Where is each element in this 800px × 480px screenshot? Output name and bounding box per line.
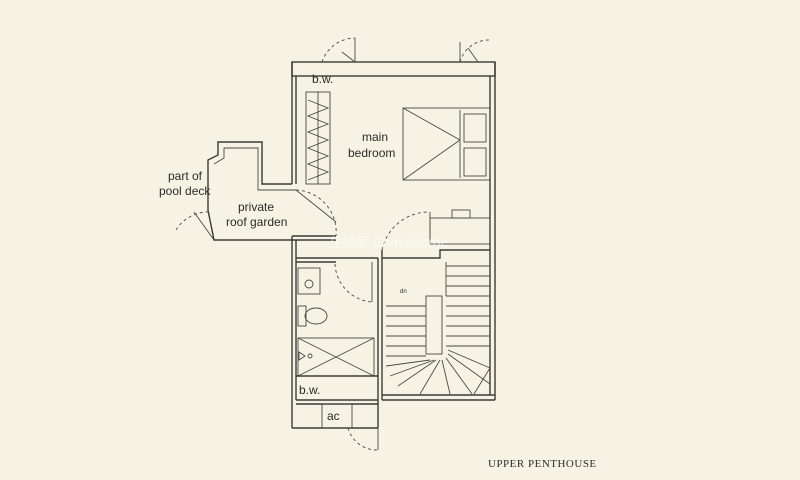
bw-top-label: b.w. bbox=[312, 72, 333, 86]
bw-bottom-label: b.w. bbox=[299, 383, 320, 397]
top-doors bbox=[321, 37, 491, 63]
bathroom bbox=[296, 250, 383, 405]
roof-garden-label-line2: roof garden bbox=[226, 215, 287, 229]
stair-dn-label: dn bbox=[400, 289, 407, 295]
pool-deck-label-line2: pool deck bbox=[159, 184, 211, 198]
bed bbox=[402, 107, 491, 181]
watermark: 生活家 ChinaHome bbox=[330, 235, 449, 251]
pool-deck-label-line1: part of bbox=[168, 169, 203, 183]
plan-title: UPPER PENTHOUSE bbox=[488, 458, 597, 470]
wardrobe bbox=[305, 91, 331, 185]
roof-garden-walls bbox=[207, 141, 336, 241]
ac-label: ac bbox=[327, 409, 340, 423]
main-bedroom-label-line1: main bbox=[362, 130, 388, 144]
roof-garden-label-line1: private bbox=[238, 200, 274, 214]
staircase bbox=[382, 249, 491, 395]
ac-ledge bbox=[321, 403, 353, 429]
internal-doors bbox=[175, 189, 431, 451]
main-bedroom-label-line2: bedroom bbox=[348, 146, 395, 160]
